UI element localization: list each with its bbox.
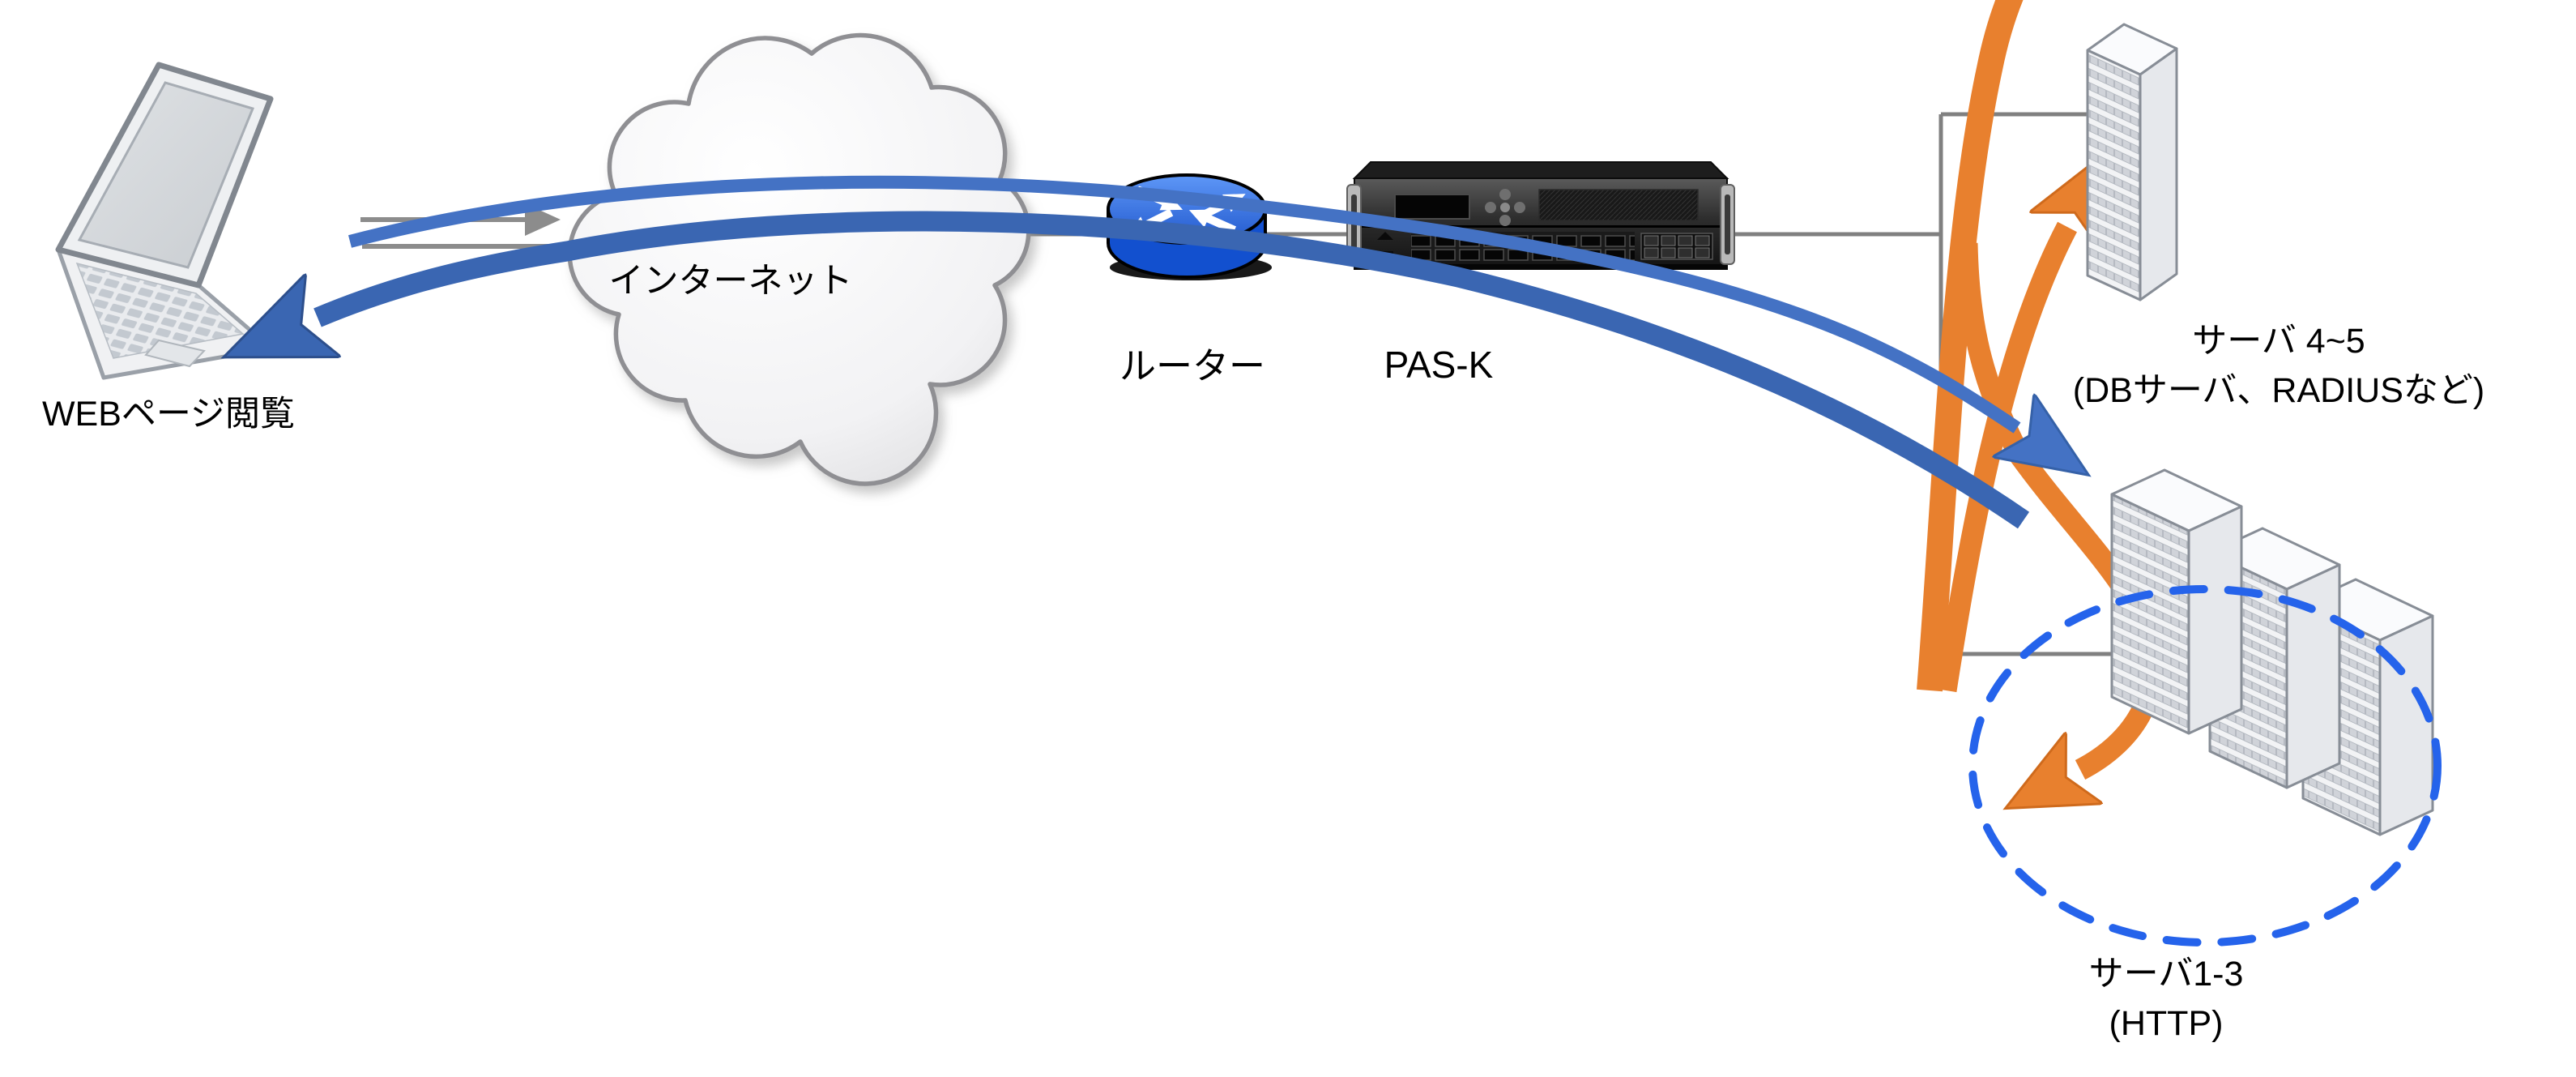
server-group-13-icons (2110, 468, 2434, 836)
traffic-flow-arrows (318, 175, 2030, 529)
servers-13-label-line2: (HTTP) (2109, 1004, 2224, 1044)
servers-45-label-line1: サーバ 4~5 (2192, 322, 2365, 361)
servers-45-label: サーバ 4~5 (DBサーバ、RADIUSなど) (2073, 317, 2484, 416)
router-label: ルーター (1119, 345, 1266, 387)
cloud-icon (567, 32, 1031, 486)
http-group-dashed-ellipse (1968, 585, 2442, 947)
internet-label: インターネット (608, 262, 853, 301)
client-label: WEBページ閲覧 (41, 395, 296, 434)
servers-13-label-line1: サーバ1-3 (2088, 955, 2244, 994)
server-tower-1-icon (2110, 468, 2243, 735)
laptop-icon (55, 62, 274, 380)
servers-13-label: サーバ1-3 (HTTP) (2089, 950, 2244, 1049)
orange-arrow-offscreen-top (1917, 0, 2024, 692)
appliance-label: PAS-K (1384, 344, 1494, 386)
response-arrow-to-client (318, 211, 2030, 529)
server-tower-45-icon (2086, 23, 2178, 301)
request-arrow-to-servers (348, 175, 2017, 428)
router-arrow-in-right (1188, 209, 1237, 234)
servers-45-label-line2: (DBサーバ、RADIUSなど) (2072, 371, 2485, 411)
